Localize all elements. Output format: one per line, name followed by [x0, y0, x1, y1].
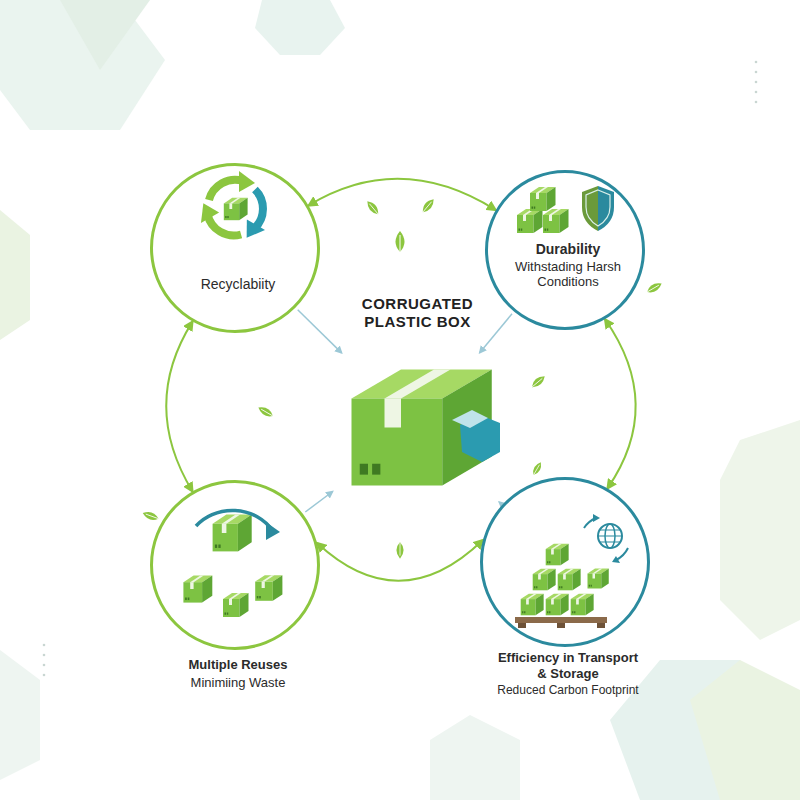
benefit-circle: Multiple ReusesMinimiing Waste	[150, 480, 320, 650]
dot-grid-part	[43, 664, 46, 667]
transport-icon-part	[518, 623, 526, 628]
transport-icon-part	[557, 623, 565, 628]
background-hexagons-part	[255, 0, 345, 55]
leaves-part	[257, 404, 275, 419]
cycle-arrow	[317, 540, 483, 581]
transport-icon-part	[546, 544, 569, 566]
link-line	[305, 492, 332, 513]
benefit-circle: Recyclabiity	[150, 163, 320, 333]
transport-icon-part	[546, 594, 569, 616]
transport-icon-part	[598, 530, 622, 542]
cycle-arrow	[309, 179, 496, 210]
reuse-icon-part	[196, 510, 272, 530]
center-box	[352, 370, 501, 486]
leaves-part	[530, 374, 547, 390]
background-hexagons-part	[0, 210, 30, 340]
reuse-icon-part	[255, 575, 282, 601]
center-box-part	[452, 410, 488, 428]
link-line	[480, 314, 512, 353]
recycle-icon-part-part-part	[209, 180, 243, 200]
transport-icon-part	[558, 569, 581, 591]
recycle-icon-part-part-part	[193, 199, 219, 223]
leaves	[141, 197, 663, 559]
recycle-icon-part-part	[209, 171, 255, 200]
transport-icon-part	[612, 556, 620, 563]
reuse-icon-part	[223, 593, 249, 617]
cycle-arrow	[605, 319, 636, 488]
reuse-icon-part	[213, 515, 252, 552]
node-heading: Durability	[498, 241, 638, 258]
transport-icon-part	[597, 623, 605, 628]
product-box: CORRUGATED PLASTIC BOX	[335, 355, 500, 500]
recycle-icon-part	[224, 198, 248, 220]
leaves-part	[645, 280, 663, 295]
background-hexagons-part	[60, 0, 150, 70]
reuse-icon-part	[266, 522, 280, 540]
dot-grid-part	[43, 644, 46, 647]
durability-icon-part	[543, 209, 569, 233]
transport-icon-part	[588, 569, 609, 589]
recycle-icon-part-part-part	[239, 219, 265, 243]
transport-icon-part	[598, 524, 622, 548]
node-heading: Multiple Reuses	[128, 657, 348, 673]
cycle-arrow	[166, 322, 192, 492]
transport-icon-part	[515, 617, 607, 623]
link-line	[298, 310, 342, 353]
leaves-part	[531, 461, 544, 477]
leaves-part	[396, 231, 405, 252]
dot-grid-part	[755, 81, 758, 84]
transport-icon-part	[616, 548, 628, 560]
reuse-icon-part	[183, 575, 212, 602]
durability-icon-part	[586, 190, 610, 226]
durability-icon-part	[517, 209, 543, 233]
dot-grid-part	[755, 101, 758, 104]
dot-grid	[43, 61, 758, 677]
dot-grid-part	[755, 91, 758, 94]
transport-icon	[515, 514, 628, 628]
dot-grid-part	[43, 654, 46, 657]
transport-icon-part	[571, 594, 594, 616]
leaves-part	[420, 197, 436, 214]
dot-grid-part	[43, 674, 46, 677]
recycle-icon	[193, 171, 280, 249]
dot-grid-part	[755, 71, 758, 74]
leaves-part	[141, 510, 159, 523]
node-heading: CORRUGATED PLASTIC BOX	[343, 295, 493, 331]
background-hexagons-part	[430, 715, 520, 800]
transport-icon-part	[593, 514, 600, 522]
durability-icon	[517, 186, 614, 233]
node-heading: Efficiency in Transport & Storage	[493, 650, 643, 681]
background-hexagons-part	[0, 650, 40, 780]
transport-icon-part	[521, 594, 544, 616]
link-line	[498, 501, 500, 503]
node-subtitle: Reduced Carbon Footprint	[458, 683, 678, 697]
leaves-part	[365, 199, 381, 216]
durability-icon-part	[530, 187, 556, 211]
background-hexagons-part	[720, 420, 800, 640]
recycle-icon-part	[193, 171, 280, 249]
transport-icon-part	[533, 569, 556, 591]
reuse-icon	[183, 510, 282, 617]
background-hexagons-part	[0, 0, 165, 130]
recycle-icon-part-part-part	[239, 171, 255, 192]
center-box-part	[352, 370, 492, 486]
node-subtitle: Minimiing Waste	[128, 675, 348, 691]
dot-grid-part	[755, 61, 758, 64]
benefit-circle: DurabilityWithstading Harsh Conditions	[485, 170, 645, 330]
benefit-circle: Efficiency in Transport & StorageReduced…	[480, 477, 650, 647]
node-subtitle: Withstading Harsh Conditions	[498, 259, 638, 290]
node-heading: Recyclabiity	[163, 276, 313, 293]
background-hexagons-part	[690, 660, 800, 800]
leaves-part	[396, 542, 403, 559]
